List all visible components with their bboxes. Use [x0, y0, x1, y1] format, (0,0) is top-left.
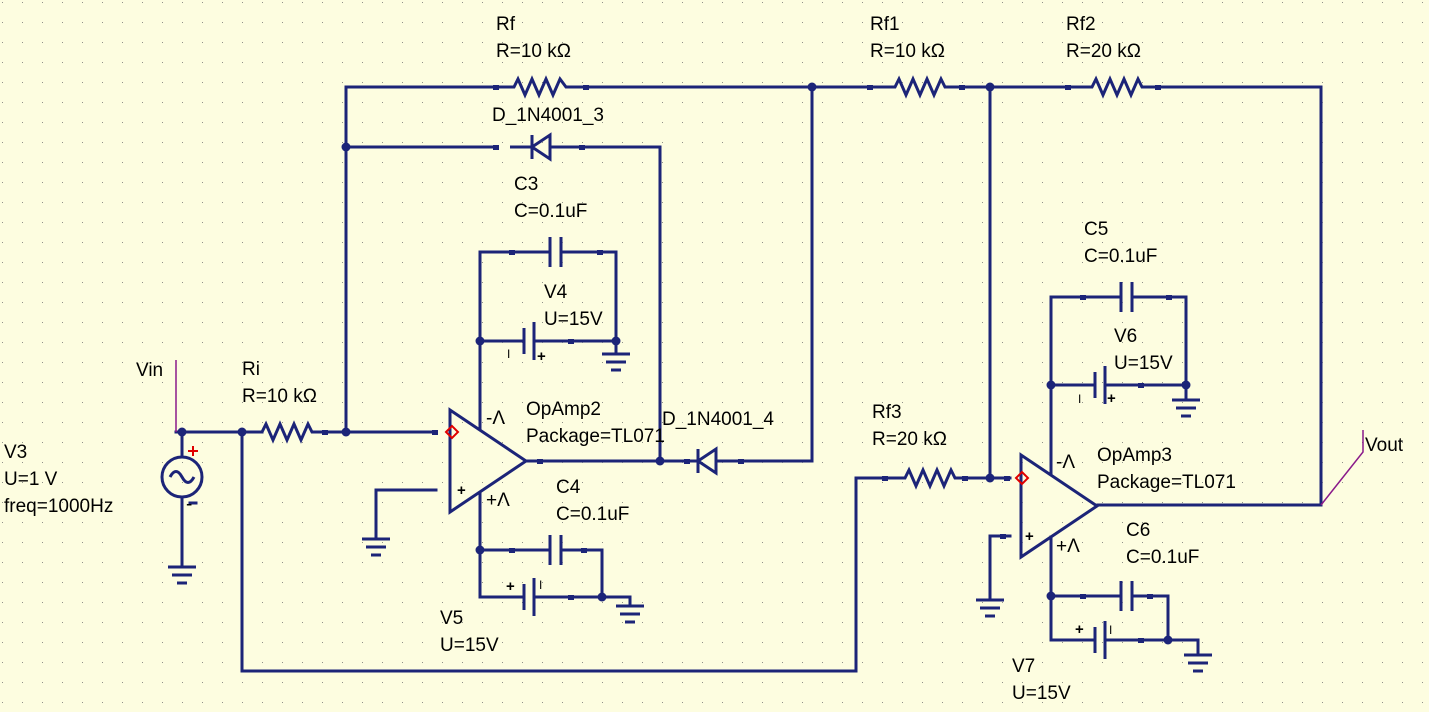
v6-cell-mark: I: [1078, 392, 1081, 406]
rf3-value: R=20 kΩ: [872, 429, 947, 450]
v3-value: U=1 V: [4, 469, 58, 490]
opamp2-package: Package=TL071: [526, 426, 665, 447]
v7-cell-mark: I: [1109, 623, 1112, 637]
v6-value: U=15V: [1114, 353, 1173, 374]
battery-v7: [1083, 621, 1144, 659]
ri-name: Ri: [242, 359, 260, 380]
v3-minus-mark: -: [186, 494, 192, 515]
opamp3-minus-supply: -Λ: [1056, 452, 1075, 473]
v4-name: V4: [544, 282, 568, 303]
c4-value: C=0.1uF: [556, 504, 629, 525]
polarity-marks: + + + + + +: [457, 348, 1116, 638]
v5-value: U=15V: [440, 635, 499, 656]
labels: Vin Vout V3 U=1 V freq=1000Hz Ri R=10 kΩ…: [4, 14, 1404, 704]
v6-plus-mark: +: [1107, 390, 1116, 407]
resistor-rf3: [882, 466, 968, 490]
v3-name: V3: [4, 442, 27, 463]
rf-name: Rf: [496, 14, 516, 35]
rf3-name: Rf3: [872, 402, 902, 423]
ground-symbols: [168, 352, 1212, 673]
c3-value: C=0.1uF: [514, 201, 587, 222]
v4-value: U=15V: [544, 309, 603, 330]
diode-d3: [493, 132, 585, 162]
opamp3-plus-supply: +Λ: [1056, 536, 1080, 557]
v3-freq: freq=1000Hz: [4, 496, 113, 517]
rf1-name: Rf1: [870, 14, 900, 35]
battery-v4: [510, 322, 574, 360]
ri-value: R=10 kΩ: [242, 386, 317, 407]
c5-value: C=0.1uF: [1084, 246, 1157, 267]
opamp3: [1000, 452, 1100, 560]
battery-v6: [1083, 366, 1144, 404]
resistor-rf1: [867, 75, 965, 99]
v6-name: V6: [1114, 326, 1137, 347]
d3-name: D_1N4001_3: [492, 105, 604, 126]
junctions: [177, 82, 1191, 645]
c3-name: C3: [514, 174, 538, 195]
rf-value: R=10 kΩ: [496, 41, 571, 62]
v7-name: V7: [1012, 656, 1035, 677]
vin-label: Vin: [136, 360, 163, 381]
v4-plus-mark: +: [537, 348, 546, 365]
v4-cell-mark: I: [507, 347, 510, 361]
v5-name: V5: [440, 608, 463, 629]
capacitor-c3: [509, 237, 603, 267]
capacitor-c6: [1080, 581, 1153, 611]
ac-source-v3: [160, 446, 204, 505]
rf1-value: R=10 kΩ: [870, 41, 945, 62]
opamp2-name: OpAmp2: [526, 399, 601, 420]
rf2-name: Rf2: [1066, 14, 1096, 35]
v7-value: U=15V: [1012, 683, 1071, 704]
opamp3-plus-mark: +: [1025, 528, 1034, 545]
rf2-value: R=20 kΩ: [1066, 41, 1141, 62]
capacitor-c4: [509, 535, 587, 565]
c6-name: C6: [1126, 520, 1150, 541]
c4-name: C4: [556, 477, 581, 498]
v5-cell-mark: I: [539, 578, 542, 592]
opamp3-name: OpAmp3: [1097, 445, 1172, 466]
opamp2-plus-mark: +: [457, 482, 466, 499]
c6-value: C=0.1uF: [1126, 547, 1199, 568]
opamp2-minus-supply: -Λ: [486, 408, 505, 429]
cell-marks: I I I I -: [186, 347, 1112, 637]
battery-v5: [510, 578, 574, 616]
opamp2-plus-supply: +Λ: [486, 490, 510, 511]
d4-name: D_1N4001_4: [662, 409, 774, 430]
c5-name: C5: [1084, 219, 1108, 240]
resistor-rf2: [1065, 75, 1161, 99]
v5-plus-mark: +: [506, 578, 515, 595]
capacitor-c5: [1080, 282, 1172, 312]
opamp3-package: Package=TL071: [1097, 472, 1236, 493]
resistor-ri: [242, 420, 328, 444]
opamp2: [432, 388, 543, 515]
diode-d4: [684, 446, 744, 476]
vout-label: Vout: [1365, 435, 1404, 456]
v7-plus-mark: +: [1075, 621, 1084, 638]
resistor-rf: [493, 75, 589, 99]
